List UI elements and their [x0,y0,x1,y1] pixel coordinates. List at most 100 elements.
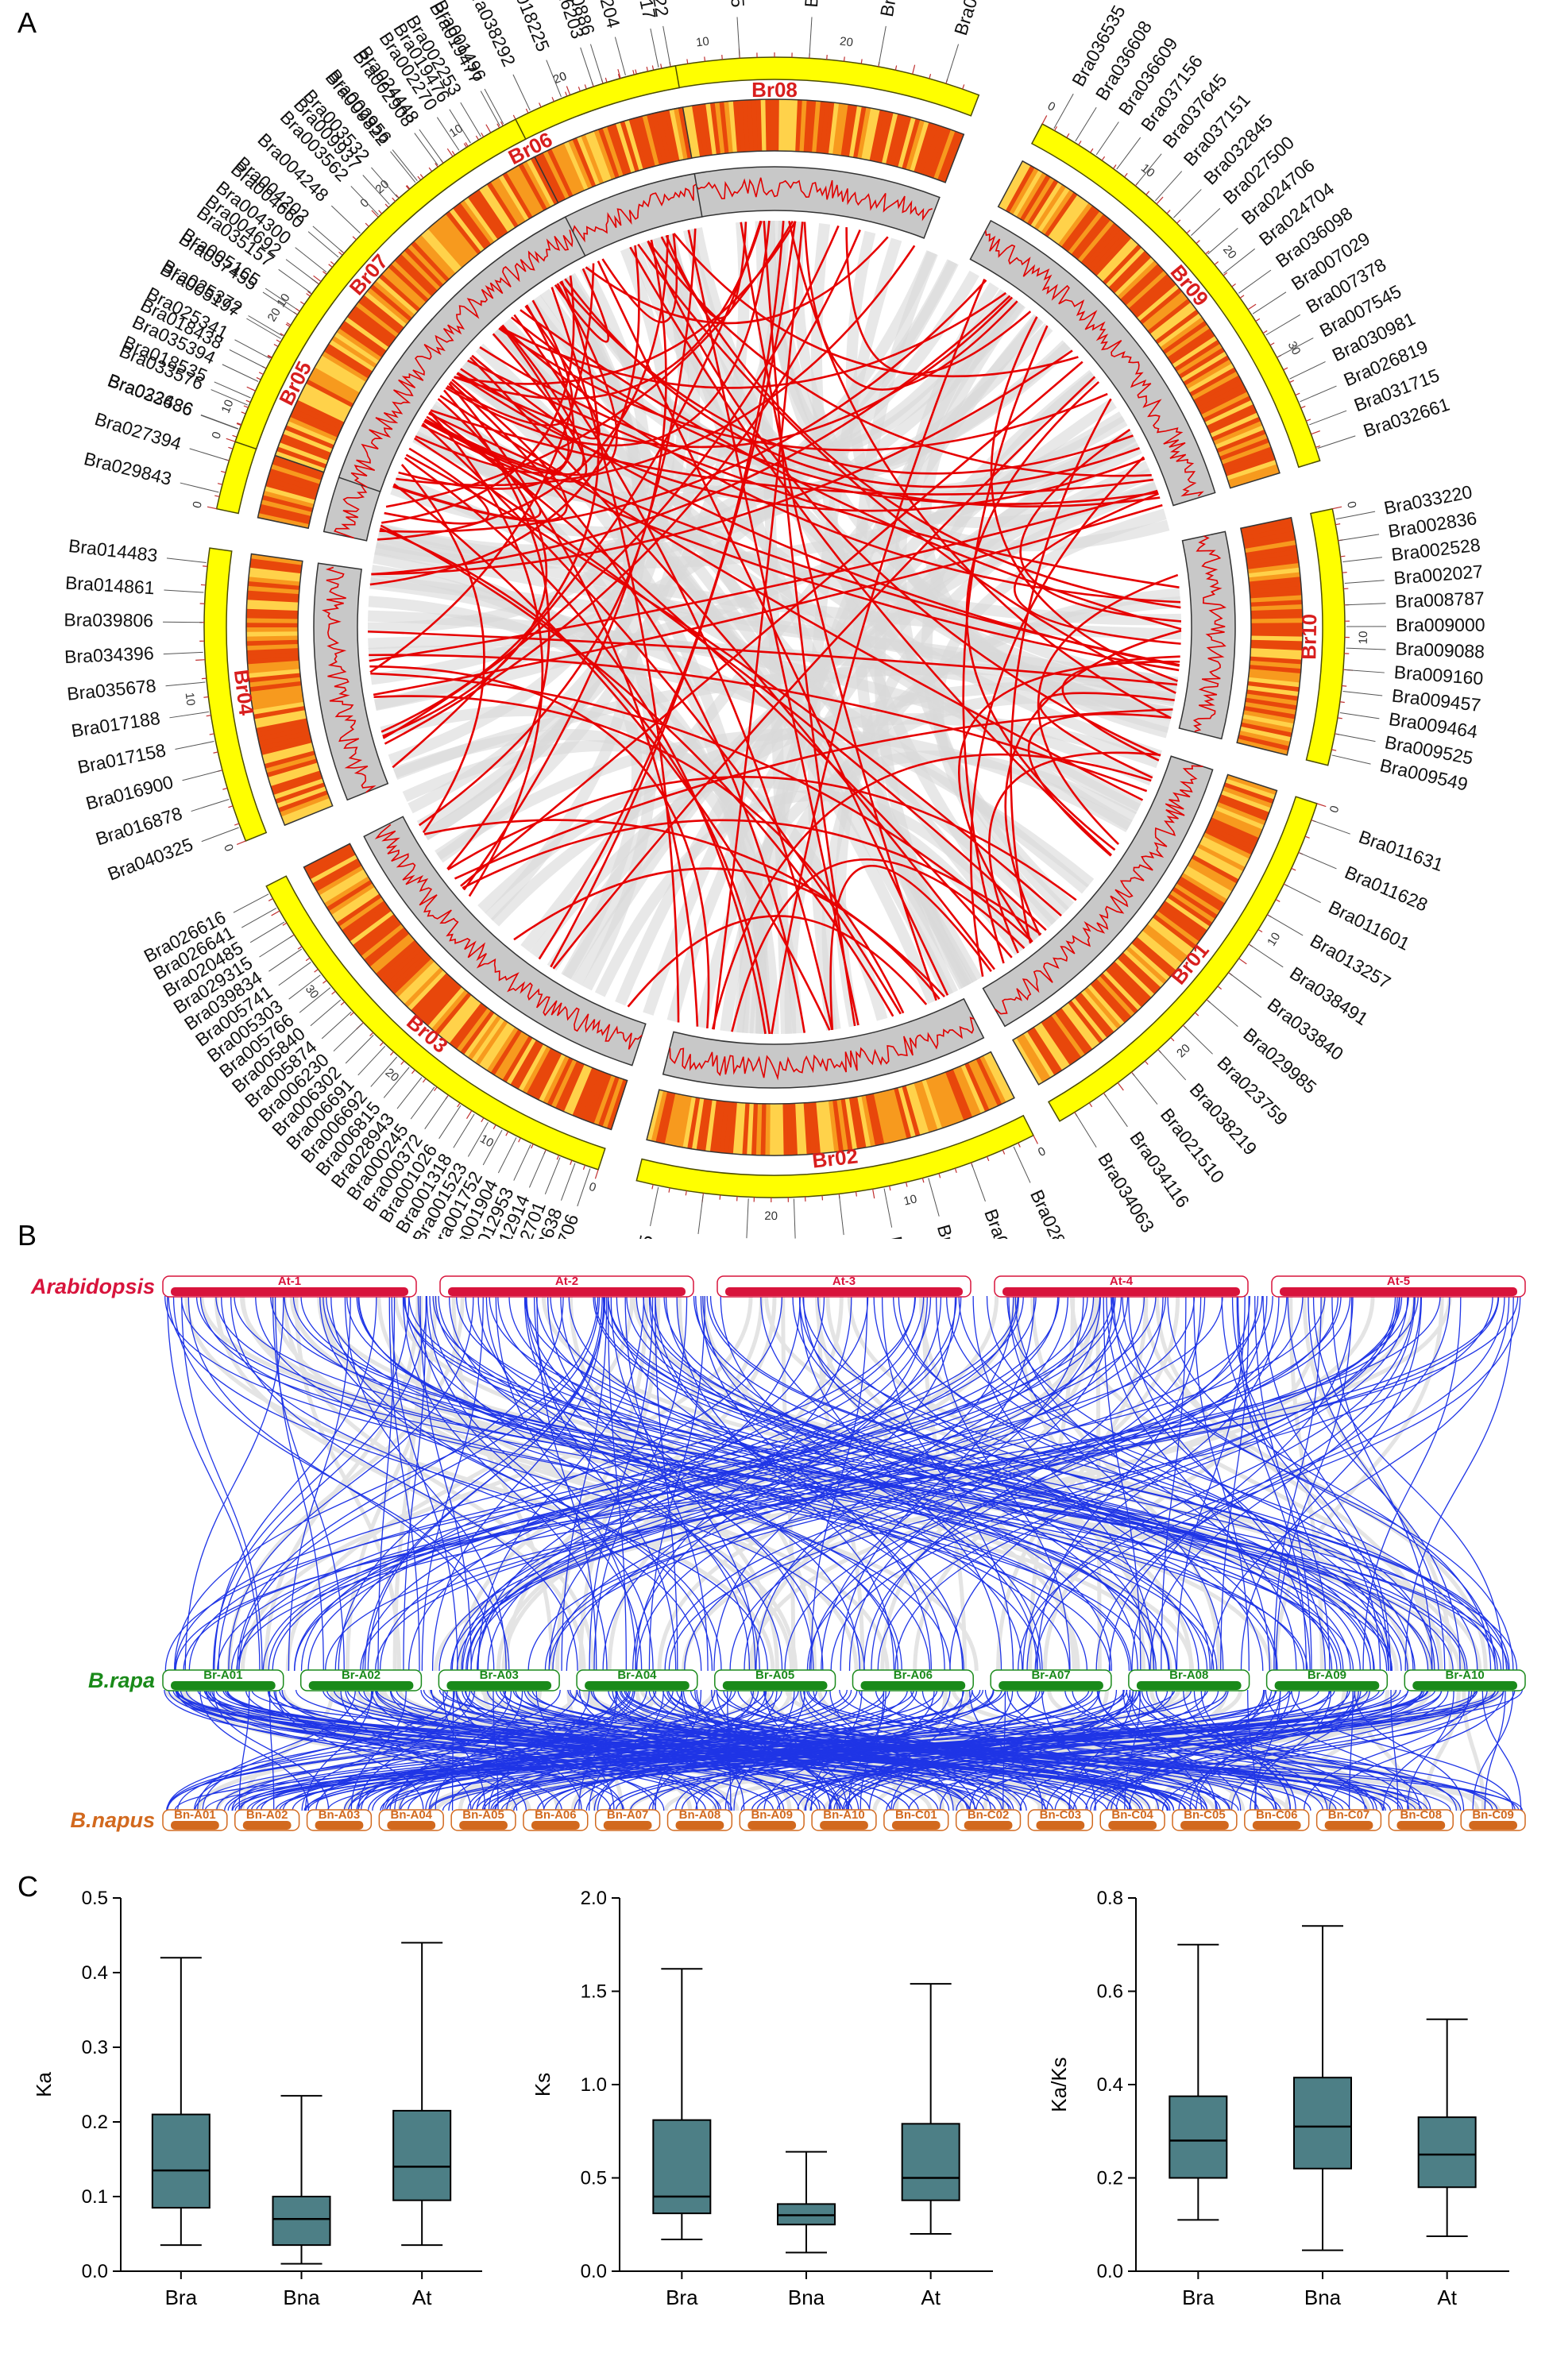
at-brapa-link [830,1295,1396,1672]
br-chrom-br-a05: Br-A05 [714,1668,836,1691]
scale-tick [1166,210,1171,214]
density-heatmap-cell [475,189,508,235]
scale-tick [365,222,369,227]
density-heatmap-cell [1077,219,1114,263]
duplicated-gene-link [424,283,618,476]
density-heatmap-cell [909,1082,929,1134]
density-heatmap-cell [305,847,354,876]
gene-label-leader [1104,1094,1128,1128]
density-heatmap-cell [678,1095,692,1148]
at-brapa-link [608,1295,1497,1672]
duplicated-gene-link [740,222,937,1001]
density-heatmap-cell [310,854,358,884]
density-heatmap-cell [414,237,454,280]
density-heatmap-cell [902,118,921,170]
gene-track-background [363,816,647,1067]
scale-tick [307,291,312,295]
density-heatmap-cell [261,499,312,516]
scale-tick [566,86,571,95]
scale-tick [1342,685,1347,687]
density-heatmap-cell [1204,828,1253,855]
density-heatmap-cell [998,160,1027,209]
brapa-bnapus-link [956,1689,1423,1811]
density-heatmap-cell [828,1100,840,1152]
density-heatmap-cell [307,375,356,404]
density-heatmap-cell [280,438,330,461]
background-synteny-link [1142,1295,1488,1672]
scale-tick-label: 10 [274,291,292,310]
brapa-bnapus-link [842,1689,1134,1811]
density-heatmap-cell [624,119,644,171]
density-heatmap-cell [427,225,465,268]
gene-label-leader [513,1144,531,1181]
duplicated-gene-link [713,222,804,1030]
density-heatmap-cell [1093,234,1132,276]
brapa-bnapus-link [176,1689,1206,1811]
scale-tick [250,388,256,392]
gene-label: Bra018817 [622,0,660,21]
x-tick-label: Bra [165,2285,198,2309]
scale-tick [350,1012,354,1016]
at-brapa-link [873,1295,1211,1672]
y-tick-label: 0.2 [1097,2168,1123,2189]
brapa-bnapus-link [848,1689,887,1811]
chromosome-label: Bn-C07 [1328,1808,1370,1822]
scale-tick [1018,1142,1021,1148]
gene-label-leader [1312,820,1350,835]
gene-track-background [969,219,1216,507]
scale-tick-label: 20 [265,306,284,324]
scale-tick [419,174,424,179]
chromosome-label: Br-A04 [617,1668,657,1682]
gene-label-leader [482,1129,503,1166]
density-heatmap-cell [334,889,380,923]
gene-label-leader [229,349,265,368]
at-brapa-link [435,1295,1041,1672]
chromosome-bar [1396,1821,1446,1830]
scale-tick-label: 20 [383,1066,402,1085]
brapa-bnapus-link [975,1689,1273,1811]
chromosome-bar [1136,1681,1242,1690]
density-heatmap-cell [1122,267,1165,307]
density-heatmap-cell [460,199,495,245]
density-heatmap-cell [474,1020,508,1066]
density-heatmap-cell [414,975,453,1017]
density-heatmap-cell [1241,522,1293,538]
chromosome-label: Bn-C02 [968,1808,1010,1822]
gene-label-leader [1132,1073,1158,1105]
density-heatmap-cell [1183,869,1230,900]
density-heatmap-cell [728,1101,737,1154]
scale-tick [203,696,209,698]
scale-tick [389,1051,394,1056]
density-heatmap-cell [910,121,929,172]
density-heatmap-cell [247,585,299,595]
duplicated-gene-link [379,527,771,1035]
collinearity-links [367,220,1182,1035]
at-brapa-link [626,1295,1375,1672]
scale-tick [340,1001,346,1006]
density-heatmap-cell [836,1099,848,1151]
gene-label: Bra016694 [950,0,997,38]
density-heatmap-cell [1023,1031,1055,1078]
density-heatmap-cell [765,99,771,152]
at-brapa-link [664,1295,1273,1672]
duplicated-gene-link [467,359,1180,589]
brapa-bnapus-link [1002,1689,1006,1811]
density-heatmap-cell [1002,163,1031,211]
density-heatmap-cell [836,103,849,156]
bn-chrom-bn-c05: Bn-C05 [1172,1808,1238,1831]
density-heatmap-cell [593,1074,616,1125]
at-brapa-link [455,1295,1393,1672]
density-heatmap-cell [498,174,530,222]
at-brapa-link [324,1295,1500,1672]
density-heatmap-cell [1131,939,1173,978]
density-heatmap-cell [816,101,826,153]
chromosome-label: Br-A03 [480,1668,519,1682]
density-heatmap-cell [286,420,336,446]
density-heatmap-cell [446,210,482,255]
gene-label-leader [246,318,281,339]
gene-label: Bra016280 [876,0,913,18]
density-heatmap-cell [258,730,311,746]
chromosome-br04: Br04010Bra040325Bra016878Bra016900Bra017… [64,535,389,885]
gene-label-leader [234,339,270,359]
density-heatmap-cell [937,1074,960,1124]
